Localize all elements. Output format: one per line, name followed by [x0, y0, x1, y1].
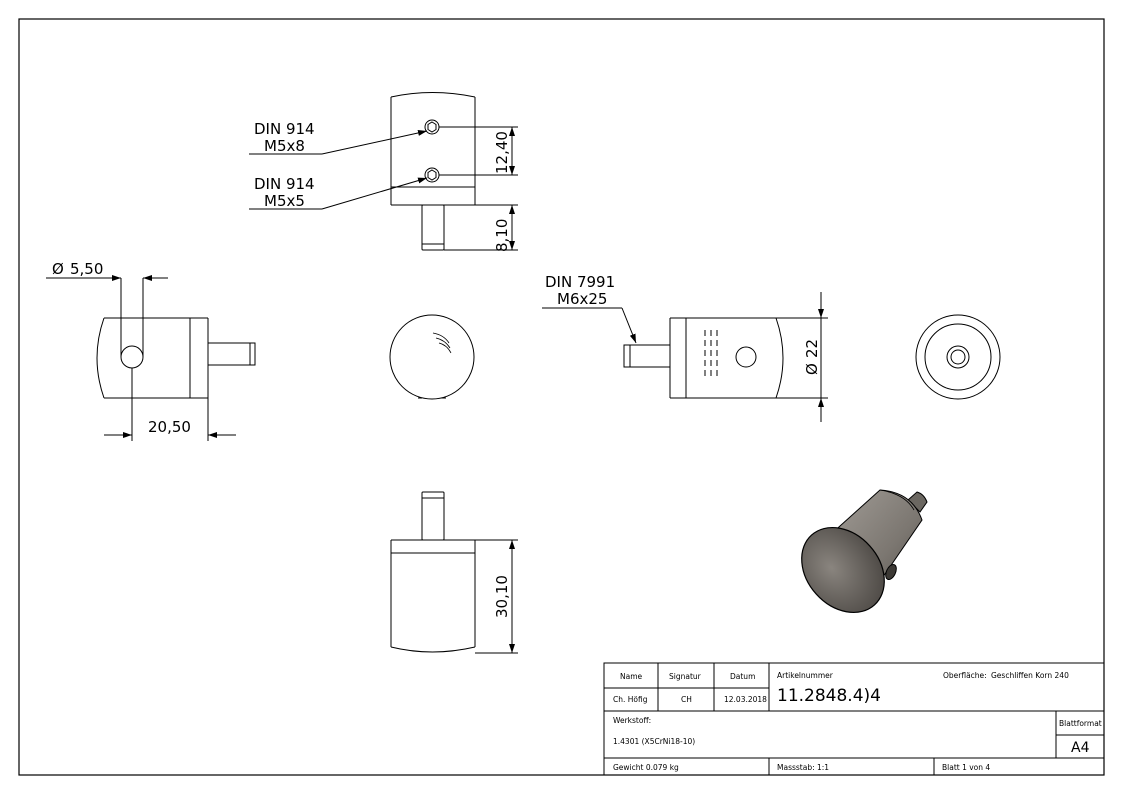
dim-dia-22: 22: [803, 339, 821, 358]
right-side-view: [542, 292, 828, 422]
dim-8-10: 8,10: [493, 219, 511, 252]
signatur-value: CH: [681, 695, 692, 704]
massstab-value: Massstab: 1:1: [777, 763, 829, 772]
werkstoff-label: Werkstoff:: [613, 716, 651, 725]
header-oberflaeche: Oberfläche:: [943, 671, 987, 680]
dim-12-40: 12,40: [493, 131, 511, 174]
callout-screw2-size: M5x5: [264, 192, 305, 210]
callout-pin-std: DIN 7991: [545, 273, 615, 291]
datum-value: 12.03.2018: [724, 695, 767, 704]
dia-symbol: Ø: [52, 260, 64, 278]
sheet-border: [18, 18, 1105, 776]
callout-screw1-std: DIN 914: [254, 120, 315, 138]
gewicht-value: Gewicht 0.079 kg: [613, 763, 679, 772]
callout-pin-size: M6x25: [557, 290, 607, 308]
rear-view: [915, 314, 1001, 400]
dim-30-10: 30,10: [493, 575, 511, 618]
dim-20-50: 20,50: [148, 418, 191, 436]
blatt-value: Blatt 1 von 4: [942, 763, 990, 772]
werkstoff-value: 1.4301 (X5CrNi18-10): [613, 737, 695, 746]
title-block-lines: [603, 662, 1105, 776]
header-artikelnummer: Artikelnummer: [777, 671, 834, 680]
title-block: Name Signatur Datum Artikelnummer Oberfl…: [613, 671, 1102, 772]
header-name: Name: [620, 672, 643, 681]
callout-screw2-std: DIN 914: [254, 175, 315, 193]
header-datum: Datum: [730, 672, 755, 681]
header-signatur: Signatur: [669, 672, 702, 681]
callout-screw1-size: M5x8: [264, 137, 305, 155]
isometric-view: [801, 489, 928, 614]
artikelnummer-value: 11.2848.4)4: [777, 686, 881, 706]
oberflaeche-value: Geschliffen Korn 240: [991, 671, 1069, 680]
dim-dia-22-label: Ø 22: [803, 339, 821, 375]
dim-dia-5-50-label: Ø 5,50: [52, 260, 103, 278]
name-value: Ch. Höfig: [613, 695, 648, 704]
left-side-view: [46, 275, 256, 441]
bottom-view: [390, 491, 518, 654]
top-view: [390, 92, 518, 251]
blattformat-value: A4: [1071, 740, 1090, 756]
blattformat-label: Blattformat: [1059, 719, 1102, 728]
dim-dia-5-50: 5,50: [70, 260, 103, 278]
dia-symbol-22: Ø: [803, 363, 821, 375]
front-dome-view: [389, 314, 475, 400]
leader-lines-top: [249, 129, 428, 210]
